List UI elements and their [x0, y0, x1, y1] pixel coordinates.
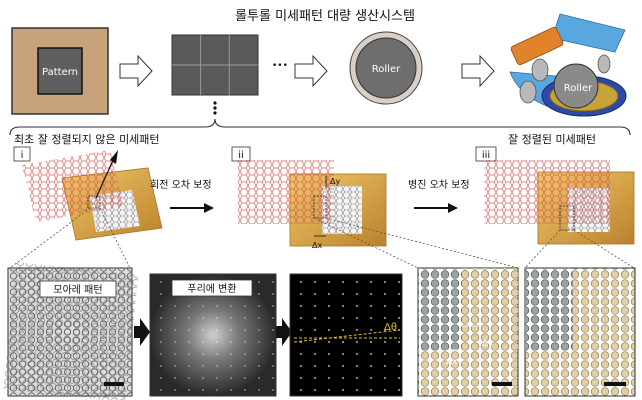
arrow-right-icon-6 [134, 318, 150, 346]
step-ii-panel: ii Δy Δx [231, 146, 387, 250]
delta-y-label: Δy [330, 177, 340, 186]
step-iii-label: iii [482, 150, 490, 161]
fourier-transform-panel: 푸리에 변환 [149, 273, 277, 397]
delta-x-label: Δx [312, 241, 322, 250]
aligned-micrograph-panel [524, 267, 636, 397]
step-iii-panel: iii [475, 146, 635, 245]
arrow-right-icon-2 [294, 54, 328, 88]
translation-micrograph-panel: Δy Δx [417, 267, 519, 397]
moire-label: 모아레 패턴 [53, 284, 102, 296]
machine-roller-label: Roller [564, 83, 593, 94]
arrow-right-icon-4 [170, 203, 214, 213]
right-section-title: 잘 정렬된 미세패턴 [508, 133, 596, 146]
pattern-stamp: Pattern [11, 27, 109, 115]
ellipsis-horizontal: ••• [272, 61, 288, 71]
roller-drum: Roller [349, 31, 423, 105]
zoom-guides [9, 207, 635, 269]
arrow-right-icon-3 [461, 54, 495, 88]
delta-x-micro-label: Δx [446, 357, 458, 367]
delta-theta-label: Δθ [384, 322, 397, 333]
roller-label: Roller [372, 64, 401, 75]
tiled-pattern-grid [171, 34, 259, 96]
delta-y-micro-label: Δy [482, 339, 494, 349]
moire-pattern-panel: 모아레 패턴 [1, 261, 139, 400]
arrow-right-icon [119, 54, 153, 88]
arrow-right-icon-7 [276, 318, 292, 346]
angle-detection-panel: Δθ [289, 273, 403, 397]
step-ii-label: ii [238, 150, 244, 161]
step-i-label: i [21, 150, 24, 161]
translation-correction-label: 병진 오차 보정 [408, 179, 470, 191]
rotation-correction-label: 회전 오차 보정 [150, 179, 212, 191]
fourier-label: 푸리에 변환 [187, 283, 236, 295]
ellipsis-vertical-icon [213, 101, 217, 115]
arrow-right-icon-5 [414, 203, 458, 213]
pattern-label: Pattern [42, 67, 78, 78]
left-section-title: 최초 잘 정렬되지 않은 미세패턴 [14, 133, 160, 146]
step-i-panel: i [13, 146, 163, 241]
roll-to-roll-machine: Roller [509, 13, 627, 117]
main-title: 롤투롤 미세패턴 대량 생산시스템 [235, 9, 415, 24]
section-bracket [9, 118, 631, 136]
